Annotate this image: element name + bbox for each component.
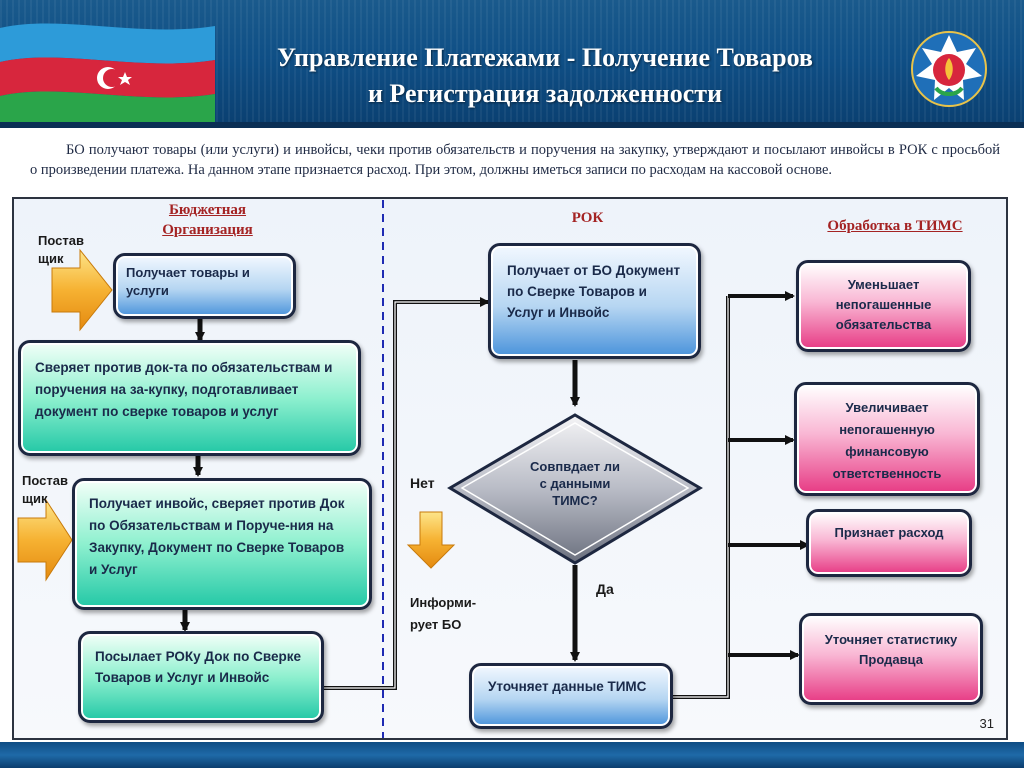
informs-budget-org-label: Информи-рует БО [410,595,477,632]
step-updates-tims[interactable]: Уточняет данные ТИМС [469,663,673,729]
column-title-budget-org: Бюджетная Организация [162,202,253,238]
connector-to-tims-inner [672,296,729,698]
decision-text: Совпвдает ли с данными ТИМС? [530,459,620,508]
header-banner: Управление Платежами - Получение Товаров… [0,0,1024,128]
supplier-arrow-1 [51,248,113,332]
step-sends-to-rok-text: Посылает РОКу Док по Сверке Товаров и Ус… [95,649,301,685]
column-title-tims: Обработка в ТИМС [827,218,963,234]
decision-diamond-inner [460,422,690,556]
azerbaijan-flag-icon [0,23,215,128]
page-title: Управление Платежами - Получение Товаров… [200,40,890,112]
connector-to-rok-inner [322,301,480,689]
tims-updates-vendor-stats-text: Уточняет статистику Продавца [824,632,958,667]
title-line-1: Управление Платежами - Получение Товаров [277,43,813,72]
tims-decreases-obligations[interactable]: Уменьшает непогашенные обязательства [796,260,971,352]
supplier-label-1: Поставщик [38,233,84,266]
footer-bar [0,742,1024,768]
supplier-arrow-2 [17,498,73,582]
step-receives-goods[interactable]: Получает товары и услуги [113,253,296,319]
tims-decreases-obligations-text: Уменьшает непогашенные обязательства [835,277,932,332]
step-rok-receives-text: Получает от БО Документ по Сверке Товаро… [507,263,681,320]
step-reconciles-obligations-text: Сверяет против док-та по обязательствам … [35,360,333,419]
step-receives-invoice-text: Получает инвойс, сверяет против Док по О… [89,496,345,577]
decision-diamond [447,413,703,565]
step-receives-goods-text: Получает товары и услуги [126,265,250,298]
step-rok-receives[interactable]: Получает от БО Документ по Сверке Товаро… [488,243,701,359]
state-emblem-icon [911,31,987,107]
title-line-2: и Регистрация задолженности [367,79,723,108]
step-receives-invoice[interactable]: Получает инвойс, сверяет против Док по О… [72,478,372,610]
tims-increases-liability-text: Увеличивает непогашенную финансовую отве… [832,400,942,481]
step-updates-tims-text: Уточняет данные ТИМС [488,679,647,694]
decision-yes-label: Да [596,581,614,597]
header-divider [0,122,1024,128]
informs-arrow [406,511,456,569]
page-number: 31 [979,716,994,731]
tims-increases-liability[interactable]: Увеличивает непогашенную финансовую отве… [794,382,980,496]
column-title-rok: РОК [571,210,604,226]
supplier-label-2: Поставщик [22,473,68,506]
tims-recognizes-expense[interactable]: Признает расход [806,509,972,577]
decision-no-label: Нет [410,475,435,491]
tims-updates-vendor-stats[interactable]: Уточняет статистику Продавца [799,613,983,705]
step-sends-to-rok[interactable]: Посылает РОКу Док по Сверке Товаров и Ус… [78,631,324,723]
step-reconciles-obligations[interactable]: Сверяет против док-та по обязательствам … [18,340,361,456]
intro-paragraph: БО получают товары (или услуги) и инвойс… [30,142,1000,178]
tims-recognizes-expense-text: Признает расход [834,525,944,540]
